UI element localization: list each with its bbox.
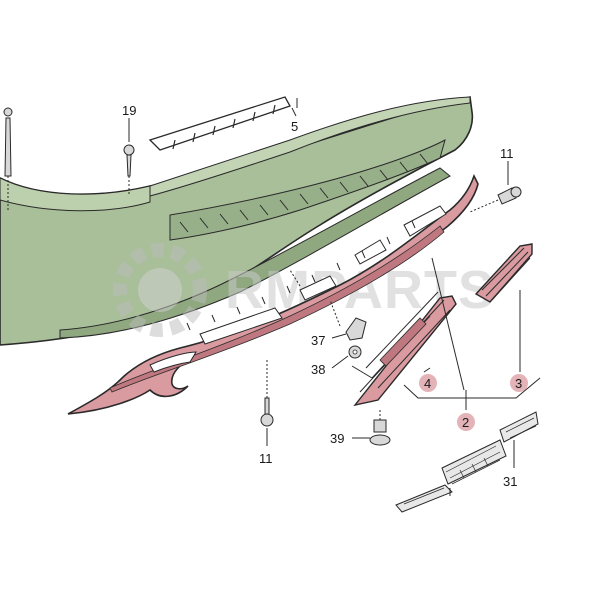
callout-2: 2 [462, 415, 469, 430]
callout-31: 31 [503, 474, 517, 489]
trim-strip-part-5[interactable] [148, 96, 298, 151]
callout-37: 37 [311, 333, 325, 348]
rear-bumper[interactable] [0, 96, 474, 346]
callout-11-top: 11 [500, 146, 514, 161]
callout-4-badge [419, 374, 437, 392]
callout-3: 3 [515, 376, 522, 391]
leader-lines [289, 107, 541, 468]
callout-39: 39 [330, 431, 344, 446]
mesh-strip-part-31[interactable] [395, 411, 539, 513]
washer-38[interactable] [331, 345, 362, 369]
screw-11-top[interactable] [469, 161, 522, 213]
bolt-left[interactable] [3, 107, 13, 210]
rear-diffuser-part-2[interactable] [67, 173, 479, 415]
grille-part-4[interactable] [353, 291, 457, 407]
callout-11-bottom: 11 [259, 451, 273, 466]
callout-5: 5 [291, 119, 298, 134]
callout-2-badge [457, 413, 475, 431]
screw-11-bottom[interactable] [260, 360, 274, 446]
callout-4: 4 [424, 376, 431, 391]
gear-icon [113, 243, 207, 337]
callout-38: 38 [311, 362, 325, 377]
grille-part-3[interactable] [474, 243, 533, 303]
callout-3-badge [510, 374, 528, 392]
callout-19: 19 [122, 103, 136, 118]
clip-37[interactable] [331, 317, 367, 341]
callouts: 19 5 11 37 38 4 3 2 39 11 31 [122, 103, 528, 489]
push-pin-39[interactable] [352, 408, 391, 446]
screw-19[interactable] [123, 118, 135, 194]
